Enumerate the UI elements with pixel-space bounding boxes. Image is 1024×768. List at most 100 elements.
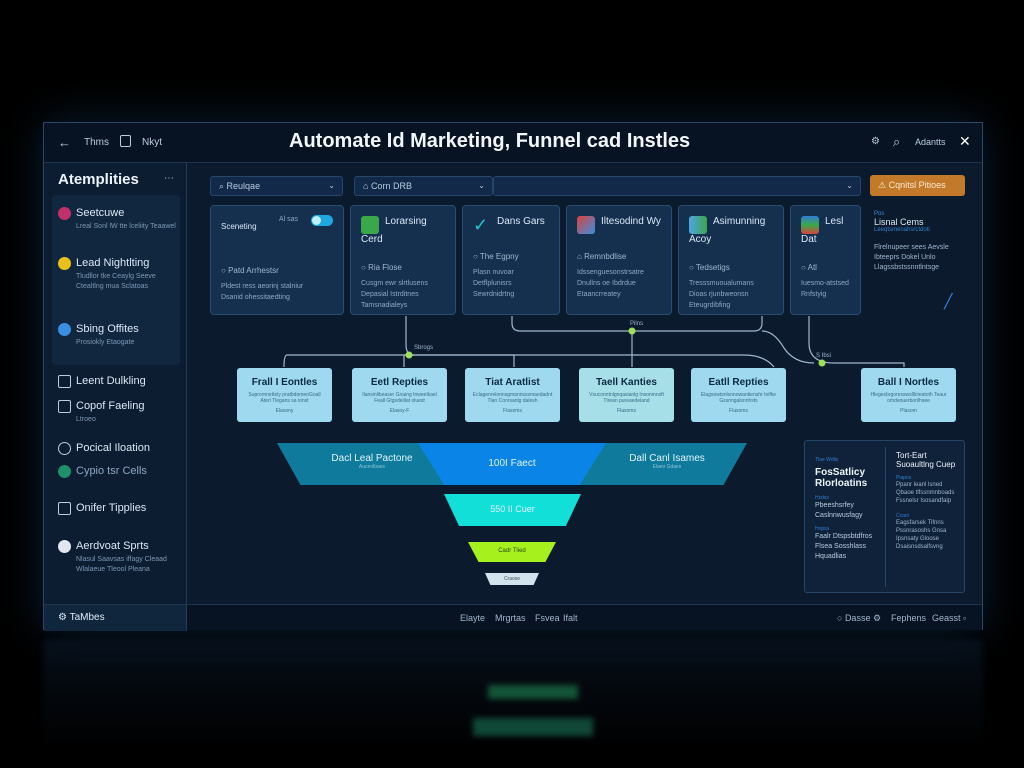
card-6[interactable]: Lesl Dat ○ Atl Iuesmo-atstsed Rnfstyig: [790, 205, 861, 315]
filter-dropdown-1[interactable]: ⌕ Reulqae⌄: [210, 176, 343, 196]
card-title: Sceneting: [221, 222, 257, 231]
connector: [406, 354, 515, 367]
item-icon: [58, 323, 71, 336]
account-label[interactable]: Adantts: [915, 137, 946, 147]
info-panel: Pos Lisnal Cems Leeqtsmenahsrctdoti Flre…: [874, 211, 969, 273]
footer-right-1[interactable]: ○ Dasse ⚙: [837, 613, 882, 623]
sidebar-footer[interactable]: ⚙ TaMbes: [44, 605, 187, 631]
connector: [283, 316, 415, 368]
card-2[interactable]: Lorarsing Cerd ○ Ria Flose Cusgm ewr slr…: [350, 205, 456, 315]
card-4[interactable]: Iltesodind Wy ⌂ Remnbdlise Idssenguesons…: [566, 205, 672, 315]
check-icon: ✓: [473, 215, 489, 235]
card-5[interactable]: Asimunning Acoy ○ Tedsetigs Tresssmuoual…: [678, 205, 784, 315]
card-item: Eteugrdibfing: [689, 302, 731, 309]
stage-title: Eetl Repties: [370, 377, 429, 388]
sidebar-item-7[interactable]: Cypio tsr Cells: [52, 465, 180, 478]
window-reflection: [43, 640, 983, 750]
item-icon: [58, 257, 71, 270]
sidebar-footer-label: ⚙ TaMbes: [58, 612, 105, 623]
toggle-label: Al sas: [279, 216, 299, 223]
filter-dropdown-3[interactable]: ⌄: [493, 176, 861, 196]
stage-desc: Ilansinlibeaser Gnaing Inweelkael Feall …: [362, 392, 437, 404]
refresh-icon: [58, 442, 71, 455]
cube-icon: [577, 216, 595, 234]
footer: ⚙ TaMbes Elayte Mrgrtas Fsvea Ifalt ○ Da…: [44, 604, 982, 631]
chevron-down-icon: ⌄: [328, 181, 335, 190]
funnel-stage-4[interactable]: Craose: [485, 573, 539, 585]
search-icon[interactable]: ⌕: [893, 134, 901, 149]
card-title: Dans Gars: [497, 216, 545, 227]
close-icon[interactable]: ✕: [959, 133, 971, 149]
card-sub: ⌂ Remnbdlise: [577, 252, 627, 261]
filter-dropdown-2[interactable]: ⌂ Corn DRB⌄: [354, 176, 493, 196]
card-item: Tresssmuoualumans: [689, 280, 754, 287]
lock-icon: ⌂: [363, 181, 371, 191]
item-desc: Prosiokly Etaogate: [76, 339, 135, 346]
summary-title: FosSatlicy Rlorloatins: [815, 467, 868, 489]
summary-panel: Tlae Wdlis FosSatlicy Rlorloatins Hsdss …: [804, 440, 965, 593]
info-link[interactable]: Leeqtsmenahsrctdoti: [874, 227, 930, 233]
stage-title: Eatll Repties: [708, 377, 769, 388]
chart-icon: [689, 216, 707, 234]
item-label: Onifer Tipplies: [76, 502, 147, 514]
footer-link[interactable]: Fsvea: [535, 613, 560, 623]
sidebar-title: Atemplities: [58, 171, 139, 188]
toggle-switch[interactable]: [311, 215, 333, 226]
summary-title: Tort-Eart Suoaultlng Cuep: [896, 451, 956, 469]
connector-lines: Pilns Sbrogs S Ibsi: [283, 316, 905, 368]
nav-label[interactable]: Nkyt: [142, 137, 162, 148]
footer-link[interactable]: Elayte: [460, 613, 486, 623]
card-sub: ○ Patd Arrhestsr: [221, 266, 279, 275]
card-sub: ○ The Egpny: [473, 252, 519, 261]
stage-footer: Elasoy-F: [389, 408, 410, 414]
card-1[interactable]: Sceneting Al sas ○ Patd Arrhestsr Pldest…: [210, 205, 344, 315]
grid-icon: [361, 216, 379, 234]
page-title: Automate Id Marketing, Funnel cad Instle…: [289, 130, 691, 152]
footer-right-2[interactable]: Fephens: [891, 613, 927, 623]
item-label: Lead Nightlting: [76, 257, 150, 269]
settings-icon[interactable]: ⚙: [871, 136, 880, 147]
stage-desc: Suprornnettely pratbdomeoGoall Aterl Tle…: [248, 392, 321, 404]
card-item: Detflplunisrs: [473, 280, 512, 287]
doc-icon: [58, 400, 71, 413]
item-label: Cypio tsr Cells: [76, 465, 147, 477]
footer-link[interactable]: Ifalt: [563, 613, 578, 623]
sidebar-item-6[interactable]: Pocical Iloation: [52, 442, 180, 455]
globe-icon: [58, 465, 71, 478]
funnel-stage-1-center[interactable]: [418, 443, 606, 485]
funnel-stage-3[interactable]: Cadr Tlied: [468, 542, 556, 562]
more-icon[interactable]: ⋯: [164, 173, 174, 184]
card-item: Plasn nuvoar: [473, 269, 514, 276]
back-label[interactable]: Thms: [84, 137, 109, 148]
sidebar-item-4[interactable]: Leent Dulkling: [52, 375, 180, 388]
stage-desc: Hlegesbrgoresswslllcteatoth Teaur omdeou…: [870, 392, 947, 404]
item-label: Pocical Iloation: [76, 442, 150, 454]
edit-icon[interactable]: ╱: [944, 293, 953, 309]
footer-right-3[interactable]: Geasst ▫: [932, 613, 967, 623]
stage-footer: Flasoms: [503, 408, 522, 414]
funnel-stage-2[interactable]: 550 II Cuer: [444, 494, 581, 526]
footer-link[interactable]: Mrgrtas: [495, 613, 526, 623]
back-arrow-icon[interactable]: ←: [58, 135, 71, 150]
card-title: Asimunning Acoy: [689, 216, 766, 245]
header: ← Thms Nkyt Automate Id Marketing, Funne…: [44, 123, 982, 163]
stage-desc: Vsuconntnlgnqasianlg Insonmnsft Tlrean p…: [589, 392, 664, 404]
sidebar-group: [52, 195, 180, 365]
sidebar-item-8[interactable]: Onifer Tipplies: [52, 502, 180, 515]
action-button[interactable]: ⚠ Cqnitsl Pitioes: [870, 175, 965, 196]
stage-footer: Flasoms: [729, 408, 748, 414]
